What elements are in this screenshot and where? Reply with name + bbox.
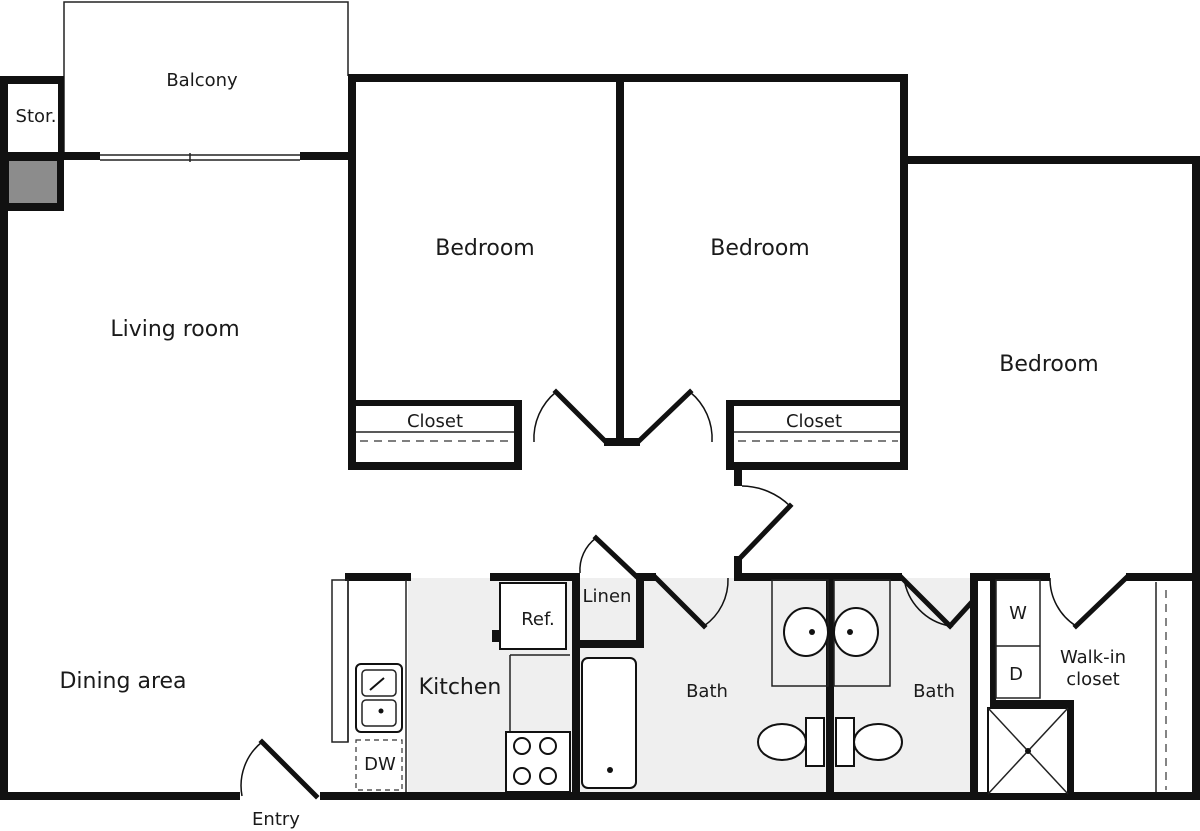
room-labels: Balcony Stor. Living room Bedroom Bedroo…	[16, 70, 1126, 830]
label-walk-in-line2: closet	[1066, 669, 1119, 690]
label-dryer: D	[1009, 664, 1023, 685]
label-dishwasher: DW	[364, 754, 396, 775]
label-living-room: Living room	[110, 317, 239, 342]
toilet-2	[853, 723, 903, 761]
label-entry: Entry	[252, 809, 300, 830]
laundry-shower	[987, 579, 1069, 795]
label-closet-2: Closet	[786, 411, 842, 432]
refrigerator	[499, 582, 567, 650]
label-bedroom-1: Bedroom	[435, 236, 535, 261]
label-refrigerator: Ref.	[521, 609, 555, 630]
label-bedroom-2: Bedroom	[710, 236, 810, 261]
label-storage: Stor.	[16, 106, 57, 127]
closet-shelves	[356, 431, 1167, 792]
label-kitchen: Kitchen	[419, 675, 502, 700]
label-bath-2: Bath	[913, 681, 955, 702]
label-linen: Linen	[583, 586, 632, 607]
bathtub	[581, 657, 637, 789]
mechanical-shaft	[7, 159, 59, 205]
dishwasher	[355, 739, 403, 791]
label-closet-1: Closet	[407, 411, 463, 432]
label-walk-in-line1: Walk-in	[1060, 647, 1126, 668]
label-washer: W	[1009, 603, 1027, 624]
walls	[0, 74, 1200, 800]
label-balcony: Balcony	[166, 70, 238, 91]
sink	[355, 663, 403, 733]
toilet-1	[757, 723, 807, 761]
label-bedroom-3: Bedroom	[999, 352, 1099, 377]
kitchen-fixtures	[331, 579, 571, 793]
sink-1	[783, 607, 829, 657]
doors	[240, 388, 1130, 800]
bath-fixtures	[581, 579, 903, 789]
label-bath-1: Bath	[686, 681, 728, 702]
sink-2	[833, 607, 879, 657]
label-dining-area: Dining area	[59, 669, 186, 694]
